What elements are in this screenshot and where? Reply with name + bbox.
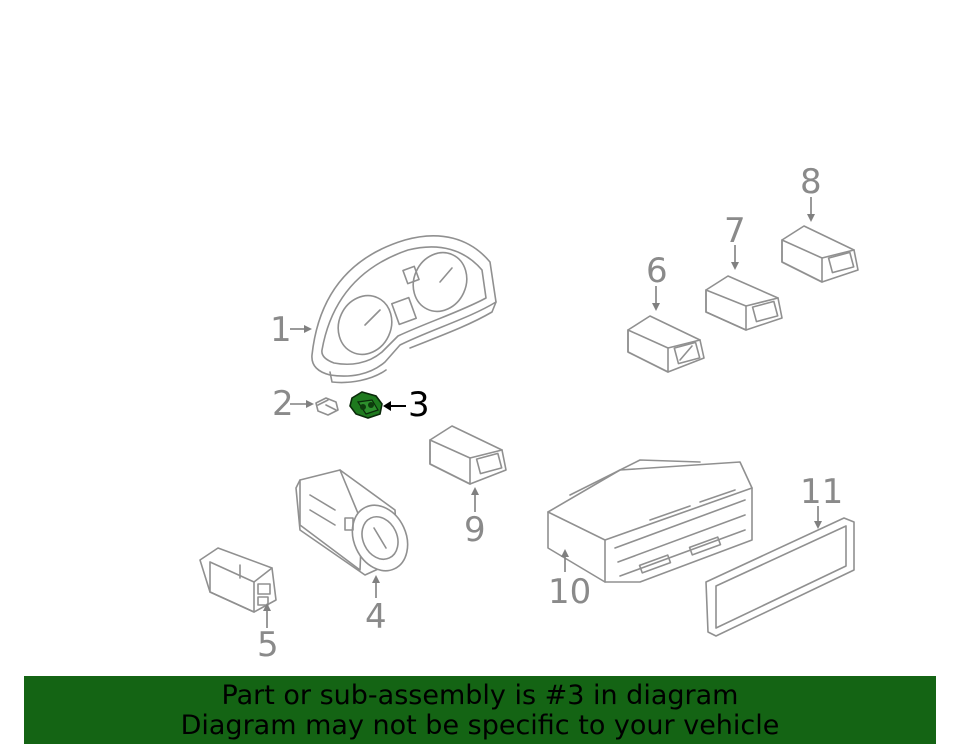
- arrow-7: [731, 245, 739, 270]
- arrow-2: [290, 400, 314, 408]
- part-10-climate-control-unit[interactable]: [547, 459, 753, 583]
- part-11-trim-bezel[interactable]: [705, 517, 855, 637]
- callout-6: 6: [646, 251, 668, 291]
- part-9-switch-pod[interactable]: [429, 425, 507, 485]
- arrow-3: [383, 401, 406, 411]
- arrow-4: [372, 575, 380, 598]
- callout-5: 5: [257, 625, 279, 665]
- part-7-switch-pod[interactable]: [705, 275, 783, 331]
- callout-2: 2: [272, 384, 294, 424]
- callout-11: 11: [800, 472, 843, 512]
- info-banner: Part or sub-assembly is #3 in diagram Di…: [24, 676, 936, 744]
- arrow-5: [263, 603, 271, 628]
- arrow-9: [471, 487, 479, 512]
- part-6-switch-pod[interactable]: [627, 315, 705, 373]
- arrow-10: [561, 549, 569, 572]
- banner-line-2: Diagram may not be specific to your vehi…: [180, 710, 780, 741]
- callout-10: 10: [548, 572, 591, 612]
- part-3-highlighted-component[interactable]: [349, 391, 383, 419]
- banner-line-1: Part or sub-assembly is #3 in diagram: [221, 680, 739, 711]
- callout-4: 4: [365, 597, 387, 637]
- callout-8: 8: [800, 162, 822, 202]
- part-2-switch[interactable]: [315, 397, 339, 416]
- callout-1: 1: [270, 310, 292, 350]
- callout-7: 7: [724, 211, 746, 251]
- arrow-8: [807, 197, 815, 222]
- part-4-headlight-switch[interactable]: [295, 469, 418, 580]
- arrow-6: [652, 286, 660, 311]
- arrow-11: [814, 506, 822, 529]
- arrow-1: [290, 325, 312, 333]
- part-1-instrument-cluster[interactable]: [311, 235, 497, 384]
- part-5-switch-module[interactable]: [199, 547, 277, 613]
- part-8-switch-pod[interactable]: [781, 225, 859, 283]
- callout-9: 9: [464, 510, 486, 550]
- callout-3: 3: [408, 385, 430, 425]
